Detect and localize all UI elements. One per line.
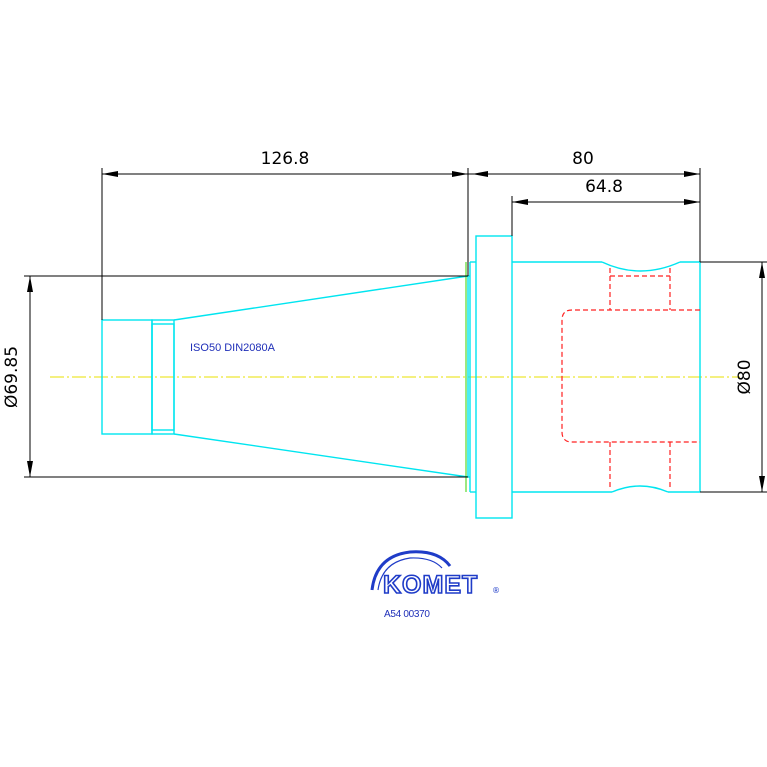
logo-arc-inner-icon — [377, 557, 443, 591]
flange — [475, 235, 513, 519]
dimension-flange-diameter: Ø69.85 — [2, 275, 468, 478]
flange-diameter-label: Ø69.85 — [2, 346, 22, 408]
body-diameter-label: Ø80 — [735, 359, 755, 394]
shank-neck — [151, 323, 175, 431]
logo-wordmark: KOMET — [383, 571, 478, 599]
komet-logo: KOMET ® — [370, 550, 500, 600]
overall-length-label: 80 — [572, 149, 594, 169]
part-number: A54 00370 — [384, 609, 430, 620]
hidden-features — [561, 268, 700, 490]
body-length-label: 64.8 — [585, 177, 623, 197]
taper-bottom — [173, 433, 470, 478]
body-bottom-notch — [611, 485, 669, 493]
taper-length-label: 126.8 — [261, 149, 310, 169]
dimension-overall-length: 80 — [468, 149, 701, 262]
bore-outline — [561, 309, 700, 443]
dimension-body-length: 64.8 — [511, 177, 700, 236]
body-top-notch — [601, 261, 681, 272]
logo-arc-icon — [370, 550, 452, 591]
dimension-body-diameter: Ø80 — [700, 261, 767, 493]
standard-note: ISO50 DIN2080A — [190, 342, 276, 354]
dimension-taper-length: 126.8 — [101, 149, 469, 320]
taper-top — [173, 275, 470, 321]
logo-registered-mark: ® — [492, 586, 500, 595]
